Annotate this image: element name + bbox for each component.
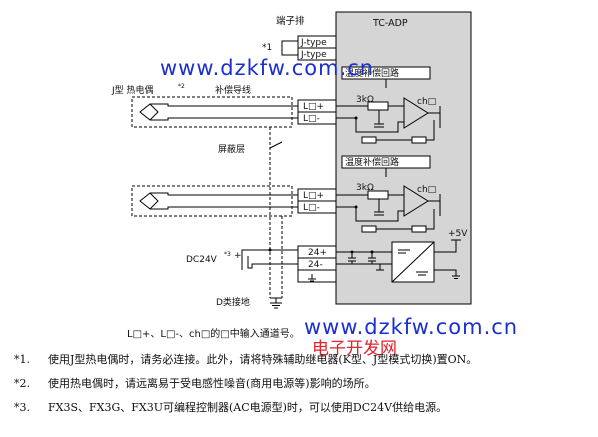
dc24v-sup: *3 bbox=[224, 251, 231, 258]
footnote-1-mark: *1. bbox=[14, 353, 30, 366]
footnote-3: *3. FX3S、FX3G、FX3U可编程控制器(AC电源型)时，可以使用DC24… bbox=[14, 401, 594, 425]
shield-pointer bbox=[269, 141, 283, 149]
footnote-3-mark: *3. bbox=[14, 401, 30, 414]
dc24v-supply-wires bbox=[241, 249, 298, 269]
resistor-2c bbox=[411, 225, 427, 233]
ch1-return bbox=[336, 117, 404, 133]
tc2-wire-plus bbox=[150, 192, 298, 196]
amp1-output bbox=[428, 106, 441, 128]
jtype-jumper bbox=[281, 40, 298, 56]
amplifier-2 bbox=[403, 185, 429, 217]
psu-node-1 bbox=[350, 250, 354, 254]
terminal-lp-2-label: L□+ bbox=[303, 191, 324, 201]
tc1-wire-minus bbox=[150, 117, 298, 121]
converter-diagonal bbox=[391, 241, 435, 283]
terminal-24p-label: 24+ bbox=[308, 248, 327, 258]
capacitor-2 bbox=[374, 211, 384, 216]
node-2 bbox=[354, 205, 358, 209]
footnote-1-text: 使用J型热电偶时，请务必连接。此外，请将特殊辅助继电器(K型、J型模式切换)置O… bbox=[48, 353, 478, 366]
watermark-bottom-cn: 电子开发网 bbox=[312, 339, 397, 359]
psu-cap-2 bbox=[368, 252, 376, 264]
comp-wire-label: 补偿导线 bbox=[215, 84, 251, 96]
footnote-1: *1. 使用J型热电偶时，请务必连接。此外，请将特殊辅助继电器(K型、J型模式切换… bbox=[14, 353, 594, 377]
thermocouple-2-junction bbox=[139, 192, 159, 210]
ch2-feedback bbox=[376, 209, 435, 230]
amplifier-1 bbox=[403, 97, 429, 129]
capacitor-1 bbox=[374, 123, 384, 128]
terminal-lp-1-label: L□+ bbox=[303, 102, 324, 112]
psu-cap-1 bbox=[348, 252, 356, 264]
shield-label: 屏蔽层 bbox=[218, 143, 245, 155]
terminal-ground bbox=[297, 269, 337, 283]
caption: L□+、L□-、ch□的□中输入通道号。 bbox=[127, 327, 300, 340]
node-1 bbox=[354, 116, 358, 120]
comp-circuit-2-label: 温度补偿回路 bbox=[345, 156, 399, 168]
ch2-label: ch□ bbox=[417, 185, 436, 195]
ch2-return bbox=[336, 206, 404, 222]
tc2-wire-minus bbox=[150, 206, 298, 210]
resistor-1c bbox=[411, 136, 427, 144]
resistor-2b bbox=[361, 225, 377, 233]
watermark-bottom-url: www.dzkfw.com.cn bbox=[304, 315, 518, 339]
ch1-feedback bbox=[376, 120, 435, 141]
terminal-ground-symbol bbox=[308, 274, 316, 282]
thermocouple-1-junction bbox=[139, 103, 159, 121]
amp2-output bbox=[428, 194, 441, 216]
terminal-24m-label: 24- bbox=[308, 260, 323, 270]
converter-symbol-out bbox=[416, 271, 428, 276]
resistor-1-label: 3kΩ bbox=[356, 95, 374, 105]
comp-circuit-1-label: 温度补偿回路 bbox=[345, 67, 399, 79]
jtype-top-label: J-type bbox=[300, 38, 327, 48]
five-volt-output bbox=[434, 239, 461, 279]
psu-node-2 bbox=[370, 250, 374, 254]
psu-input-lines bbox=[336, 251, 388, 265]
supply-node bbox=[268, 248, 272, 252]
shield-2 bbox=[131, 185, 293, 217]
dc24v-plus-sign: + bbox=[234, 251, 242, 261]
footnote-2-text: 使用热电偶时，请远离易于受电感性噪音(商用电源等)影响的场所。 bbox=[48, 377, 376, 390]
resistor-2 bbox=[367, 190, 389, 200]
resistor-1b bbox=[361, 136, 377, 144]
terminal-lm-2-label: L□- bbox=[303, 203, 320, 213]
resistor-1 bbox=[367, 101, 389, 111]
psu-ground-stub bbox=[376, 264, 384, 271]
converter-input-leads bbox=[388, 251, 392, 265]
jtype-terminal-bottom bbox=[297, 47, 337, 61]
thermocouple-sup: *2 bbox=[178, 83, 185, 90]
watermark-top: www.dzkfw.com.cn bbox=[160, 56, 374, 80]
dc24v-label: DC24V bbox=[186, 255, 218, 265]
plus5v-label: +5V bbox=[448, 229, 468, 239]
footnote-3-text: FX3S、FX3G、FX3U可编程控制器(AC电源型)时，可以使用DC24V供给… bbox=[48, 401, 448, 414]
ch1-label: ch□ bbox=[417, 97, 436, 107]
note1-mark: *1 bbox=[262, 43, 272, 53]
ground-label: D类接地 bbox=[216, 296, 250, 308]
shield-1 bbox=[131, 96, 293, 128]
ground-symbol bbox=[270, 298, 282, 309]
converter-symbol-in bbox=[398, 249, 410, 254]
jtype-bottom-label: J-type bbox=[300, 50, 327, 60]
tc1-wire-plus bbox=[150, 103, 298, 107]
module-title: TC-ADP bbox=[372, 18, 408, 29]
footnote-2: *2. 使用热电偶时，请远离易于受电感性噪音(商用电源等)影响的场所。 bbox=[14, 377, 594, 401]
footnotes: *1. 使用J型热电偶时，请务必连接。此外，请将特殊辅助继电器(K型、J型模式切换… bbox=[14, 353, 594, 425]
resistor-2-label: 3kΩ bbox=[356, 183, 374, 193]
terminal-block-label: 端子排 bbox=[276, 15, 305, 27]
thermocouple-label: J型 热电偶 bbox=[111, 84, 154, 96]
footnote-2-mark: *2. bbox=[14, 377, 30, 390]
terminal-lm-1-label: L□- bbox=[303, 114, 320, 124]
